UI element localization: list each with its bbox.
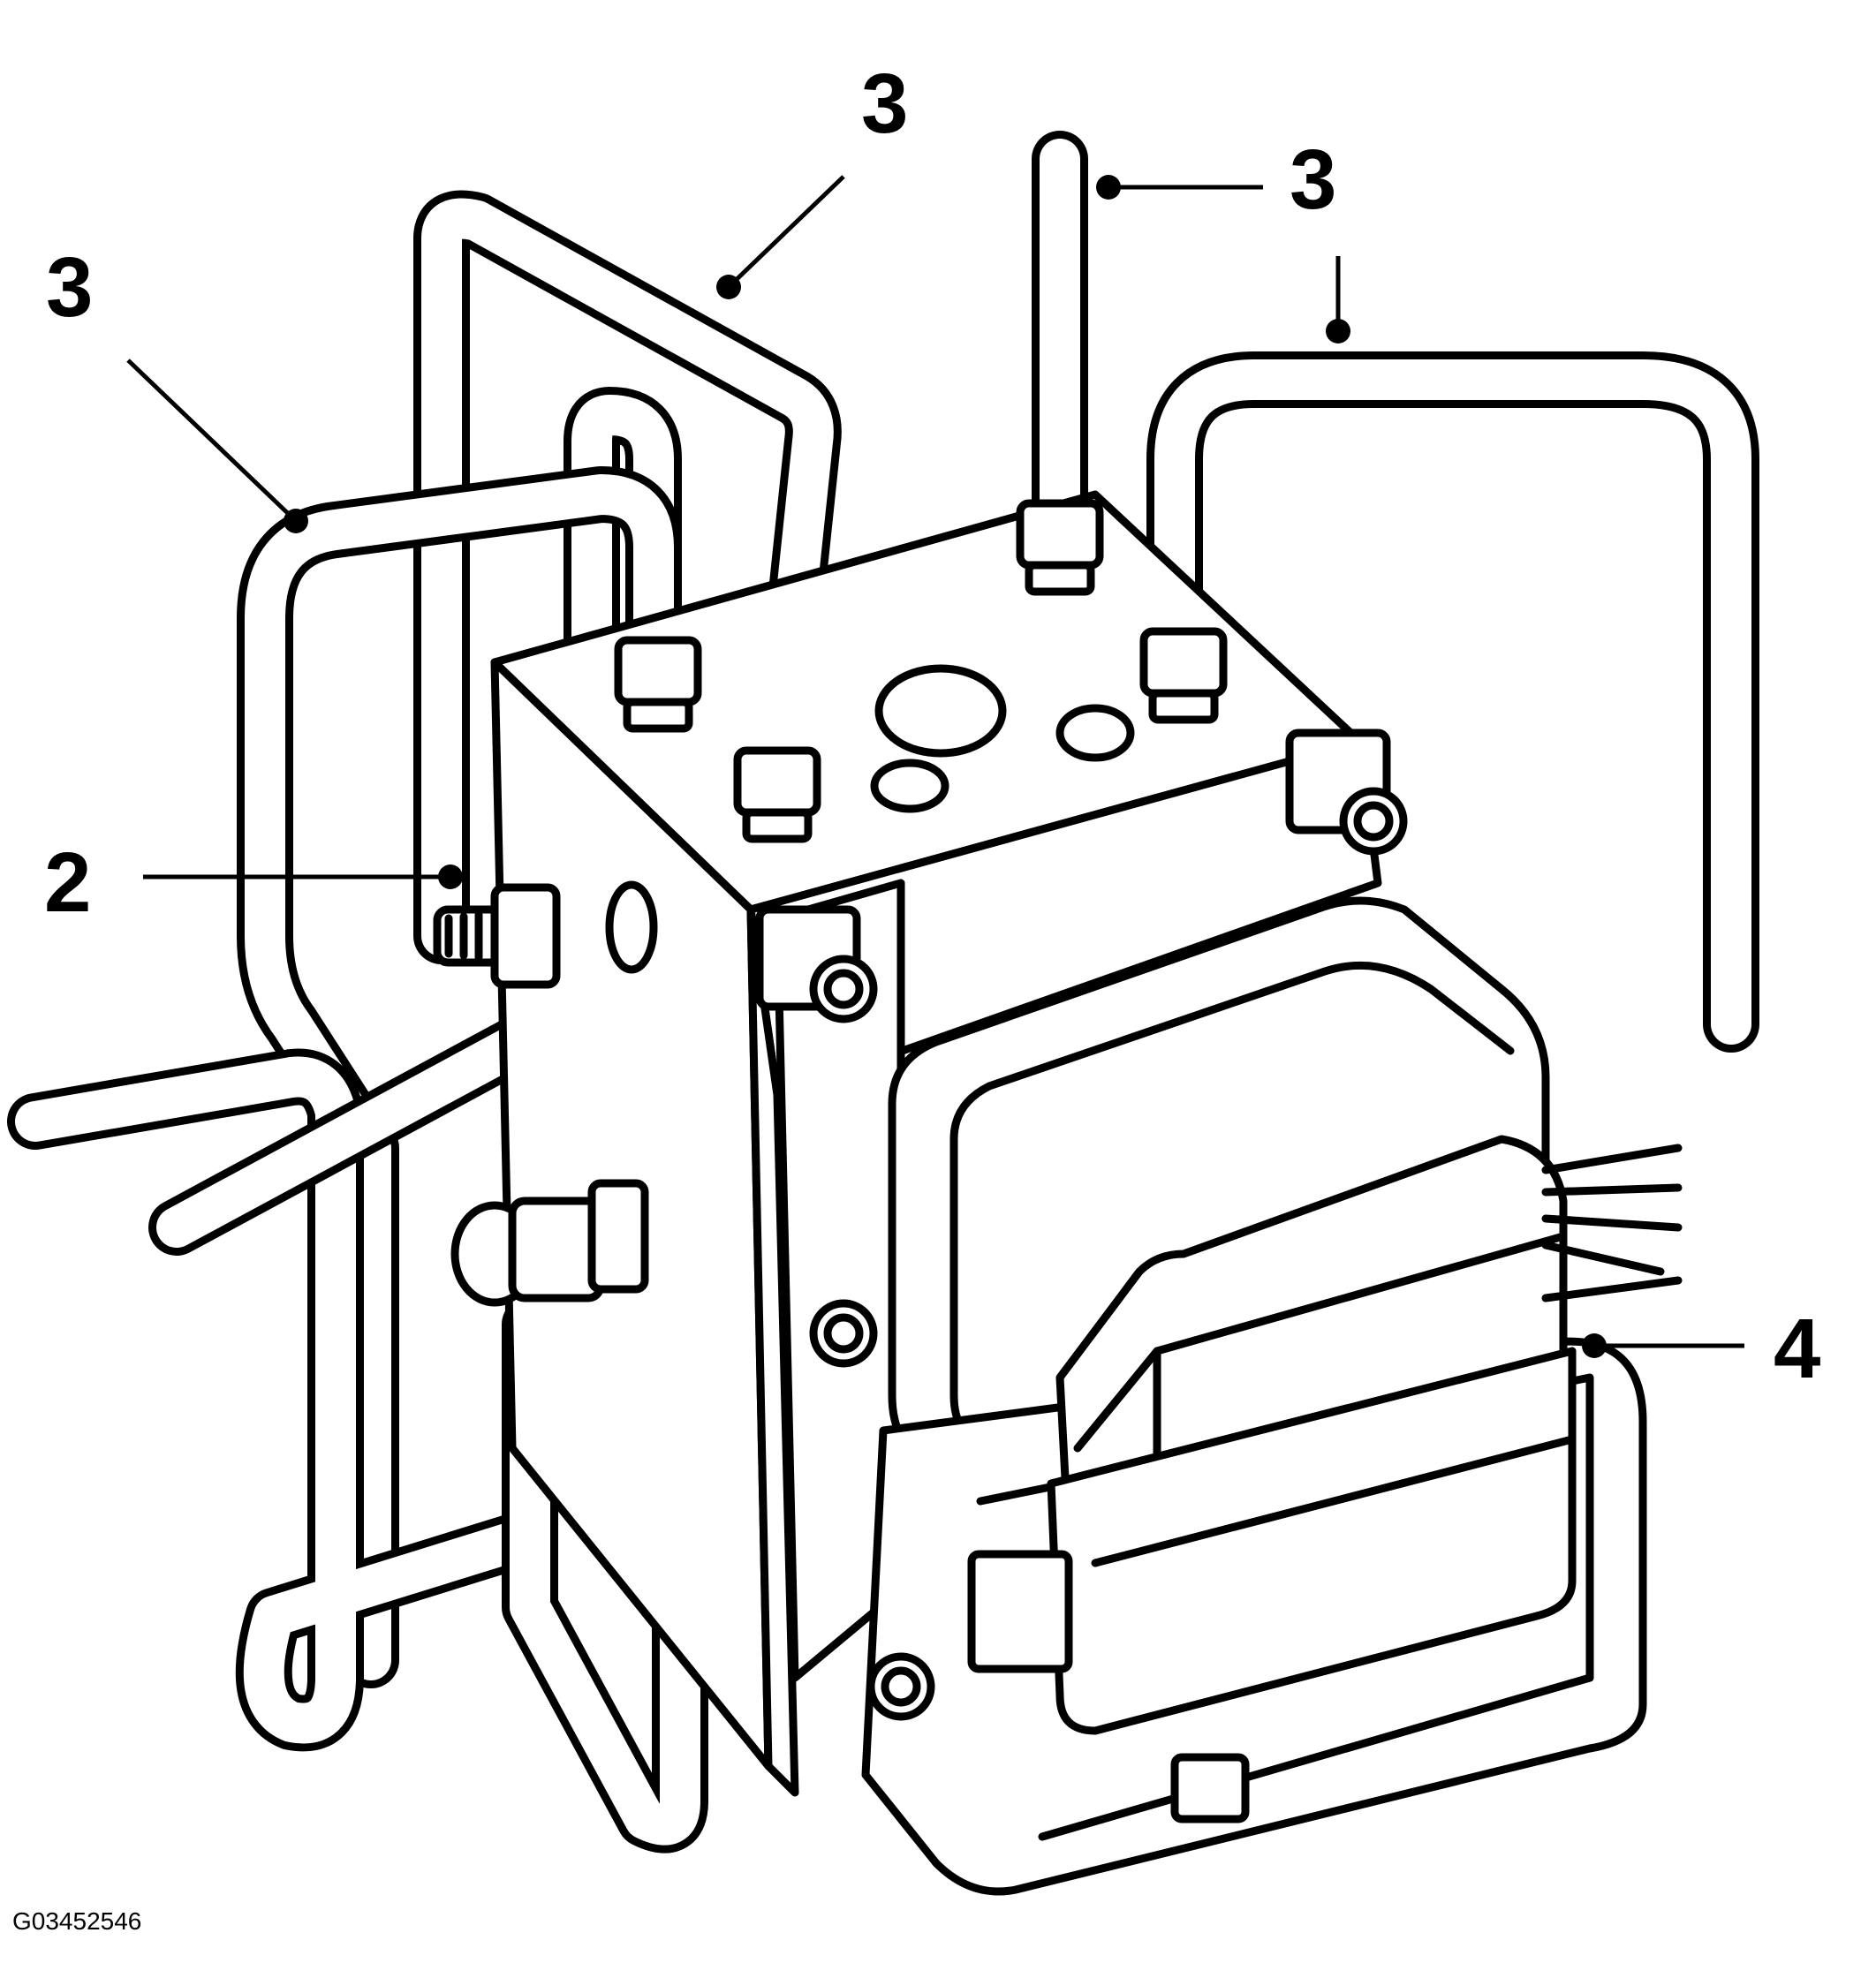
ground-stud	[433, 883, 561, 989]
leader-3-top-mid-dot	[716, 275, 741, 299]
front-bolt	[450, 1179, 649, 1307]
callout-leaders	[126, 175, 1744, 1358]
callout-numbers: 3 3 3 2 4	[44, 57, 1820, 1396]
leader-4-dot	[1582, 1333, 1607, 1358]
leader-3-left-dot	[284, 509, 308, 533]
leader-3-right-dot	[1326, 319, 1350, 344]
callout-3-top-mid: 3	[861, 57, 908, 151]
leader-3-left	[126, 359, 298, 523]
leader-3-top-mid	[727, 175, 845, 289]
callout-4: 4	[1774, 1302, 1820, 1396]
callout-3-top-right: 3	[1290, 132, 1336, 227]
callout-3-left: 3	[46, 240, 93, 335]
tube-fittings	[614, 499, 1228, 843]
figure-id: G03452546	[12, 1907, 141, 1935]
leader-3-top-right-dot	[1096, 175, 1121, 200]
control-unit	[746, 729, 1683, 1896]
callout-2: 2	[44, 835, 91, 930]
leader-2-dot	[438, 864, 463, 889]
